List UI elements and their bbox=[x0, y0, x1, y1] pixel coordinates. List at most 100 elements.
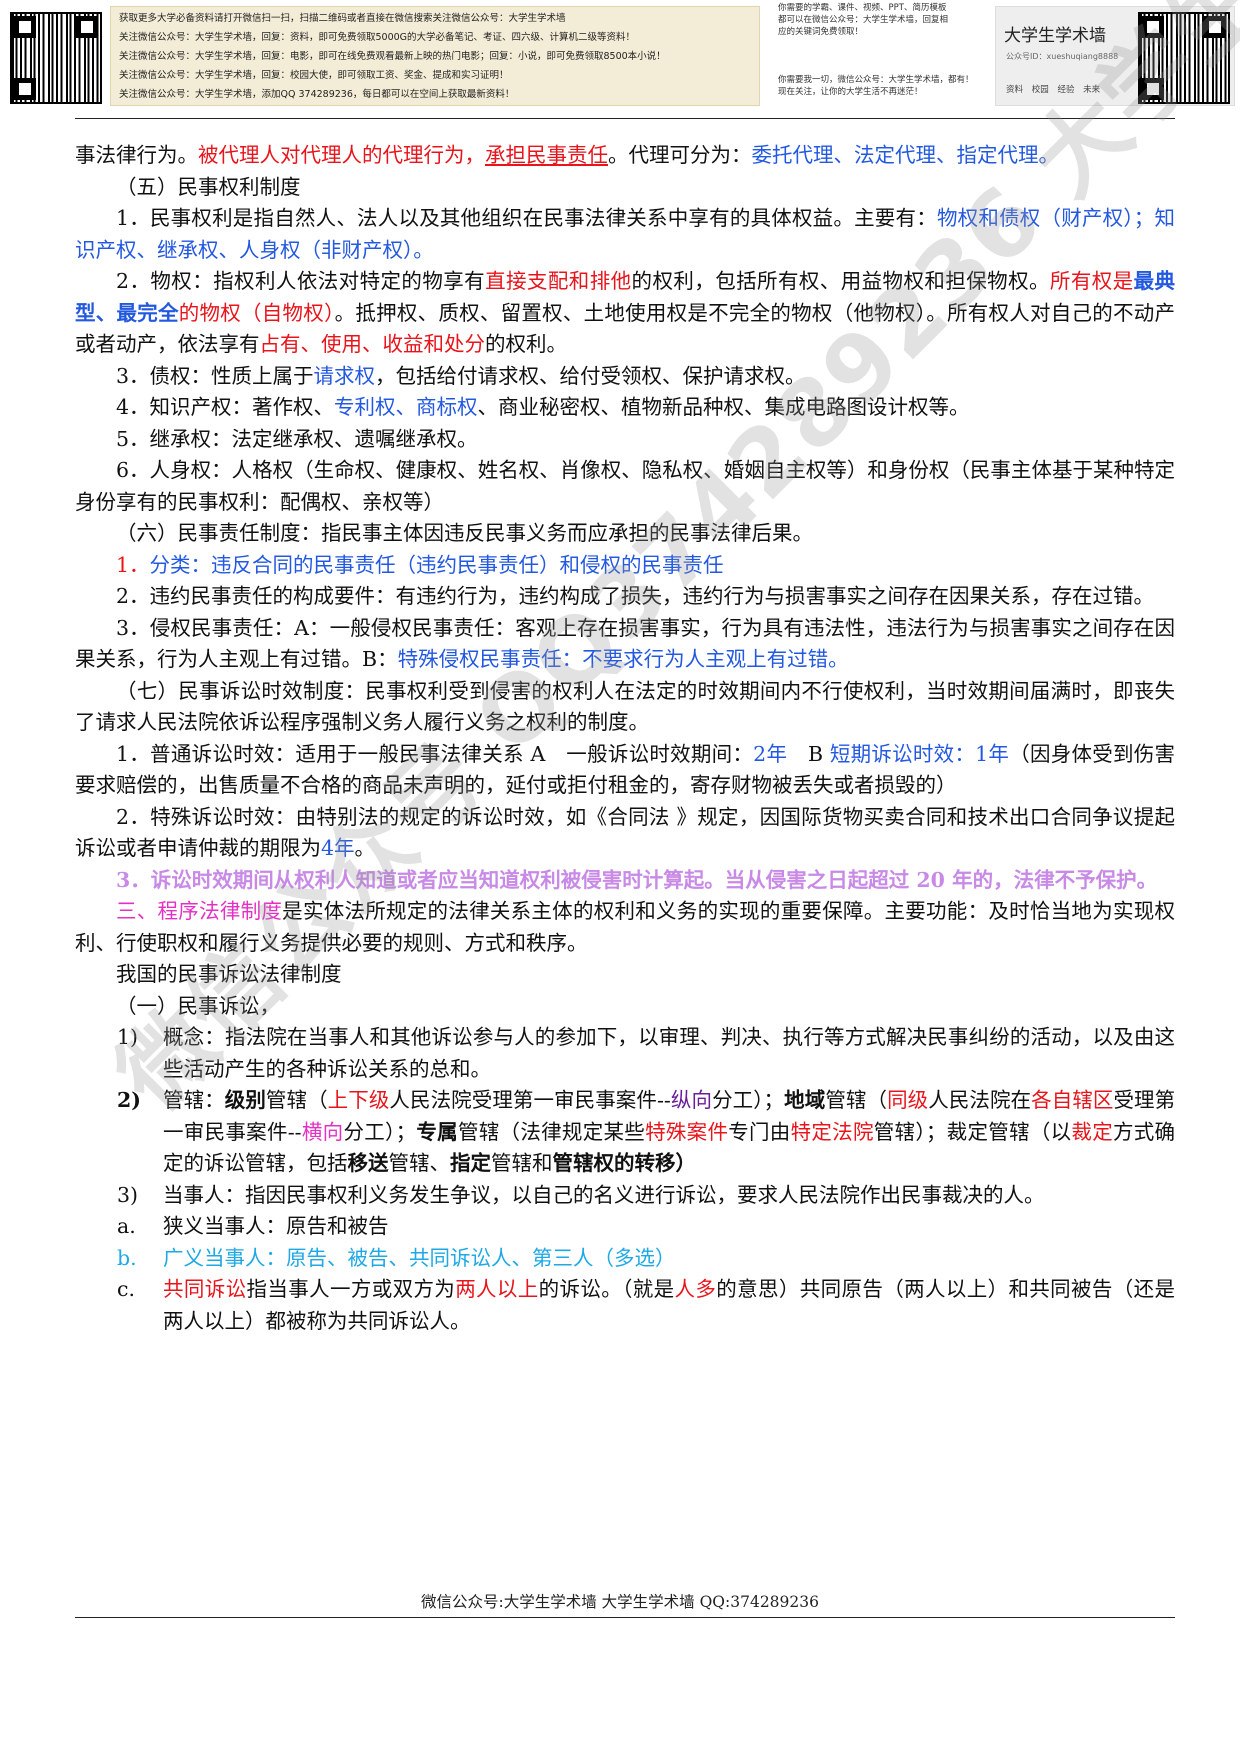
section-heading: （七）民事诉讼时效制度：民事权利受到侵害的权利人在法定的时效期间内不行使权利，当… bbox=[75, 678, 1175, 735]
text: 3．债权：性质上属于 bbox=[116, 363, 314, 388]
side-line: 你需要的学霸、课件、视频、PPT、简历模板 bbox=[778, 3, 947, 13]
header-divider bbox=[75, 118, 1175, 119]
text: 分工）； bbox=[712, 1088, 785, 1112]
text: 、商业秘密权、植物新品种权、集成电路图设计权等。 bbox=[477, 395, 970, 419]
list-item: c.共同诉讼指当事人一方或双方为两人以上的诉讼。（就是人多的意思）共同原告（两人… bbox=[75, 1274, 1175, 1337]
paragraph-special-limitation: 2．特殊诉讼时效：由特别法的规定的诉讼时效，如《合同法 》规定，因国际货物买卖合… bbox=[75, 802, 1175, 865]
side-line: 都可以在微信公众号：大学生学术墙，回复相 bbox=[778, 15, 949, 25]
text: 狭义当事人：原告和被告 bbox=[163, 1214, 389, 1238]
text: 短期诉讼时效：1年 bbox=[829, 741, 1010, 766]
text: 的物权（自物权） bbox=[178, 300, 335, 325]
paragraph-procedural-law: 三、程序法律制度是实体法所规定的法律关系主体的权利和义务的实现的重要保障。主要功… bbox=[75, 896, 1175, 959]
ad-line: 关注微信公众号：大学生学术墙，添加QQ 374289236，每日都可以在空间上获… bbox=[119, 89, 515, 100]
text: 管辖和 bbox=[491, 1151, 553, 1175]
ad-text-box: 获取更多大学必备资料请打开微信扫一扫，扫描二维码或者直接在微信搜索关注微信公众号… bbox=[110, 6, 760, 106]
paragraph-agency: 事法律行为。被代理人对代理人的代理行为，承担民事责任。代理可分为：委托代理、法定… bbox=[75, 140, 1175, 172]
text: 。抵押权、质权、留置权、土地使用权是不完全的物权（他物权）。所有权人对自己的不动… bbox=[75, 300, 1176, 357]
text: 的权利，包括所有权、用益物权和担保物权。 bbox=[631, 269, 1050, 293]
side-line: 你需要我一切，微信公众号：大学生学术墙，都有！ bbox=[778, 75, 974, 85]
text: 1．民事权利是指自然人、法人以及其他组织在民事法律关系中享有的具体权益。主要有： bbox=[116, 206, 937, 230]
side-ad-text: 你需要的学霸、课件、视频、PPT、简历模板 都可以在微信公众号：大学生学术墙，回… bbox=[778, 2, 988, 108]
text: 直接支配和排他 bbox=[485, 269, 632, 293]
text: 2年 bbox=[753, 741, 788, 766]
paragraph-personal-right: 6．人身权：人格权（生命权、健康权、姓名权、肖像权、隐私权、婚姻自主权等）和身份… bbox=[75, 458, 1175, 514]
text: 2．特殊诉讼时效：由特别法的规定的诉讼时效，如《合同法 》规定，因国际货物买卖合… bbox=[75, 804, 1175, 861]
text: 承担民事责任 bbox=[485, 143, 608, 167]
text: 。代理可分为： bbox=[608, 143, 752, 167]
paragraph-ip-right: 4．知识产权：著作权、专利权、商标权、商业秘密权、植物新品种权、集成电路图设计权… bbox=[75, 392, 1175, 424]
text: 专属 bbox=[416, 1119, 458, 1144]
text: 事法律行为。 bbox=[75, 143, 198, 167]
text: 指定 bbox=[450, 1151, 491, 1175]
text: 级别 bbox=[224, 1088, 266, 1112]
list-marker: 2) bbox=[117, 1088, 141, 1112]
text: 三、程序法律制度 bbox=[116, 899, 283, 923]
text: 各自辖区 bbox=[1031, 1088, 1114, 1112]
text: 被代理人对代理人的代理行为， bbox=[198, 143, 485, 167]
qr-code-left-icon bbox=[10, 12, 102, 104]
ad-line: 关注微信公众号：大学生学术墙，回复：电影，即可在线免费观看最新上映的热门电影；回… bbox=[119, 51, 666, 62]
text: 的意思）共同原告（两人以上）和共同被告（还是两人以上）都被称为共同诉讼人。 bbox=[163, 1277, 1176, 1333]
text: 是实体法所规定的法律关系主体的权利和义务的实现的重要保障。主要功能：及时恰当地为… bbox=[75, 899, 1176, 955]
text: B bbox=[787, 741, 830, 766]
list-marker: c. bbox=[117, 1277, 135, 1301]
text: 管辖权的转移） bbox=[552, 1151, 697, 1175]
side-line: 应的关键词免费领取！ bbox=[778, 27, 864, 37]
text: 的诉讼。（就是 bbox=[538, 1277, 675, 1301]
text: 特定法院 bbox=[790, 1119, 874, 1144]
text: 专门由 bbox=[728, 1119, 791, 1144]
text: 委托代理、法定代理、指定代理。 bbox=[751, 143, 1060, 167]
text: 专利权、商标权 bbox=[334, 395, 478, 419]
sub-heading: （一）民事诉讼， bbox=[116, 993, 280, 1018]
section-heading: （五）民事权利制度 bbox=[116, 174, 301, 199]
text: 受理第一审民事案件-- bbox=[163, 1088, 1176, 1144]
text: 地域 bbox=[784, 1088, 826, 1112]
text: 特殊案件 bbox=[645, 1119, 729, 1144]
text: 移送 bbox=[347, 1151, 389, 1175]
text: 人民法院受理第一审民事案件-- bbox=[389, 1088, 671, 1112]
section-heading: （六）民事责任制度：指民事主体因违反民事义务而应承担的民事法律后果。 bbox=[116, 521, 813, 545]
text: 广义当事人：原告、被告、共同诉讼人、第三人（多选） bbox=[163, 1245, 676, 1270]
text: 分类：违反合同的民事责任（违约民事责任）和侵权的民事责任 bbox=[149, 552, 724, 577]
text: 方式确定的诉讼管辖，包括 bbox=[163, 1119, 1176, 1176]
text: 。 bbox=[354, 836, 376, 860]
brand-menu-item: 经验 bbox=[1057, 85, 1075, 95]
text: 1． bbox=[116, 552, 150, 577]
text: 4．知识产权：著作权、 bbox=[116, 395, 335, 419]
text: 2．物权：指权利人依法对特定的物享有 bbox=[116, 269, 486, 293]
footer-divider bbox=[75, 1617, 1175, 1618]
list-marker: b. bbox=[117, 1245, 137, 1270]
text: 3．侵权民事责任：A：一般侵权民事责任：客观上存在损害事实，行为具有违法性，违法… bbox=[75, 615, 1175, 672]
text: 管辖： bbox=[163, 1088, 225, 1112]
top-banner: 获取更多大学必备资料请打开微信扫一扫，扫描二维码或者直接在微信搜索关注微信公众号… bbox=[0, 0, 1240, 112]
text: 横向 bbox=[301, 1119, 344, 1144]
text: 特殊侵权民事责任：不要求行为人主观上有过错。 bbox=[397, 647, 849, 671]
side-line: 现在关注，让你的大学生活不再迷茫！ bbox=[778, 87, 923, 97]
text: 纵向 bbox=[670, 1088, 713, 1112]
page-footer: 微信公众号:大学生学术墙 大学生学术墙 QQ:374289236 bbox=[421, 1593, 819, 1611]
text: 所有权是 bbox=[1049, 269, 1134, 293]
paragraph-liability-types: 1．分类：违反合同的民事责任（违约民事责任）和侵权的民事责任 bbox=[75, 550, 1175, 582]
brand-menu-item: 校园 bbox=[1031, 85, 1049, 95]
list-item: a.狭义当事人：原告和被告 bbox=[75, 1211, 1175, 1243]
list-item: 2)管辖：级别管辖（上下级人民法院受理第一审民事案件--纵向分工）；地域管辖（同… bbox=[75, 1085, 1175, 1180]
paragraph-civil-rights: 1．民事权利是指自然人、法人以及其他组织在民事法律关系中享有的具体权益。主要有：… bbox=[75, 203, 1175, 266]
ad-line: 关注微信公众号：大学生学术墙，回复：资料，即可免费领取5000G的大学必备笔记、… bbox=[119, 32, 636, 43]
brand-menu-item: 未来 bbox=[1083, 85, 1101, 95]
paragraph-creditor-right: 3．债权：性质上属于请求权，包括给付请求权、给付受领权、保护请求权。 bbox=[75, 361, 1175, 393]
brand-menu: 资料 校园 经验 未来 bbox=[1006, 83, 1106, 95]
text: 管辖（ bbox=[265, 1088, 328, 1112]
ad-line: 获取更多大学必备资料请打开微信扫一扫，扫描二维码或者直接在微信搜索关注微信公众号… bbox=[119, 13, 566, 24]
list-marker: 1) bbox=[117, 1025, 139, 1049]
document-body: 事法律行为。被代理人对代理人的代理行为，承担民事责任。代理可分为：委托代理、法定… bbox=[75, 140, 1175, 1337]
text: 上下级 bbox=[327, 1088, 390, 1112]
text: 请求权 bbox=[313, 363, 376, 388]
text: 管辖）；裁定管辖（以 bbox=[873, 1119, 1072, 1144]
brand-menu-item: 资料 bbox=[1006, 85, 1024, 95]
text: 两人以上 bbox=[455, 1277, 539, 1301]
text: ，包括给付请求权、给付受领权、保护请求权。 bbox=[375, 363, 806, 388]
paragraph-tort-liability: 3．侵权民事责任：A：一般侵权民事责任：客观上存在损害事实，行为具有违法性，违法… bbox=[75, 613, 1175, 676]
text: 最典型、最完全 bbox=[75, 269, 1176, 325]
text: 当事人：指因民事权利义务发生争议，以自己的名义进行诉讼，要求人民法院作出民事裁决… bbox=[163, 1182, 1045, 1207]
paragraph-inheritance: 5．继承权：法定继承权、遗嘱继承权。 bbox=[116, 426, 478, 451]
